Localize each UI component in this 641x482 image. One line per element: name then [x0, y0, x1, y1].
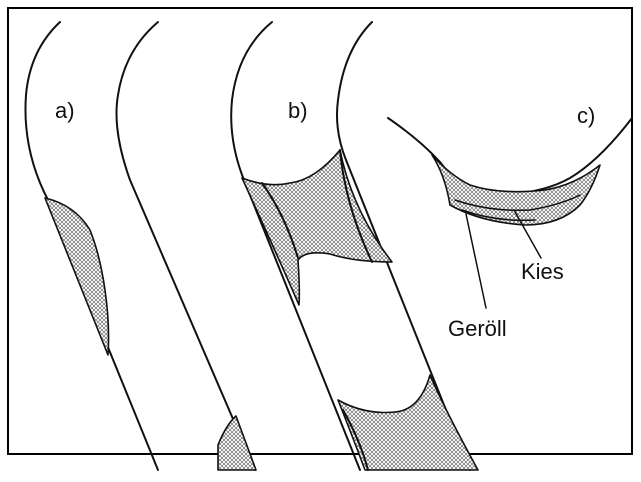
label-geroell: Geröll	[448, 316, 507, 341]
label-c: c)	[577, 103, 595, 128]
channel-a-lower-sediment	[218, 416, 256, 470]
panel-c	[388, 118, 632, 225]
channel-b-lower-pool	[338, 375, 478, 470]
channel-b-upper-pool	[242, 150, 392, 305]
label-a: a)	[55, 98, 75, 123]
label-b: b)	[288, 98, 308, 123]
channel-c-bank	[388, 118, 632, 195]
panel-b	[231, 22, 478, 470]
channel-a-sediment	[45, 198, 109, 355]
geroell-leader-line	[466, 214, 486, 308]
panel-a	[25, 22, 256, 470]
label-kies: Kies	[521, 259, 564, 284]
